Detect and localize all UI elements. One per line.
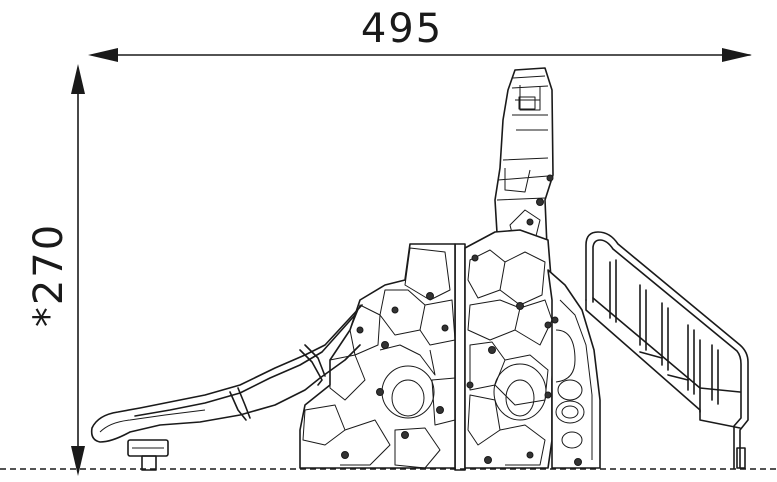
height-label: *270 bbox=[26, 223, 72, 327]
width-label: 495 bbox=[361, 6, 443, 52]
height-dimension: *270 bbox=[26, 64, 85, 476]
climbing-wall-left bbox=[299, 243, 456, 469]
climbing-wall-center bbox=[454, 229, 556, 471]
tube-slide-top bbox=[494, 67, 554, 283]
height-arrow-top bbox=[71, 64, 85, 94]
height-arrow-bottom bbox=[71, 446, 85, 476]
ladder-handrail bbox=[585, 231, 749, 469]
width-arrow-right bbox=[722, 48, 752, 62]
width-arrow-left bbox=[88, 48, 118, 62]
side-panel-right bbox=[547, 269, 601, 469]
open-slide-left bbox=[90, 304, 363, 471]
width-dimension: 495 bbox=[88, 6, 752, 62]
